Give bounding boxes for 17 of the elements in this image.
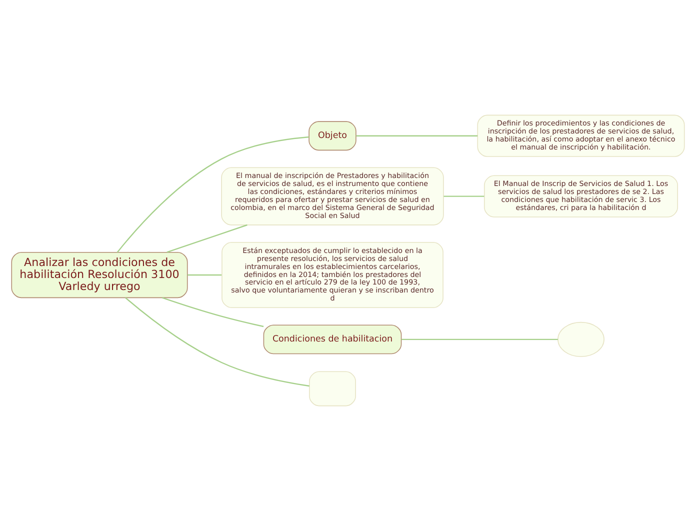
node-box: Condiciones de habilitacion (263, 324, 402, 354)
connector (401, 338, 558, 340)
node-box: Objeto (308, 120, 356, 150)
connector (125, 296, 310, 386)
connector (162, 296, 264, 327)
connector (444, 195, 484, 196)
node-box: El manual de inscripción de Prestadores y habilitación de servicios de salud, es el instrumento que contiene las condiciones, estándares y criterios mínimos requeridos para ofertar y prestar servicios de salud en colombia, en el marco del Sistema General de Seguridad Social en Salud (221, 166, 444, 225)
node-box: Están exceptuados de cumplir lo establecido en la presente resolución, los servicios de salud intramurales en los establecimientos carcelarios, definidos en la 2014; también los prestadores del servicio en el artículo 279 de la ley 100 de 1993, salvo que voluntariamente quieran y se inscriban dentro d (222, 242, 444, 308)
connector (116, 136, 309, 252)
connector (166, 224, 248, 252)
connector (356, 134, 478, 136)
node-box (309, 370, 356, 406)
node-box: El Manual de Inscrip de Servicios de Salud 1. Los servicios de salud los prestadores de se 2. Las condiciones que habilitación de servic 3. Los estándares, cri para la habilitación d (484, 174, 678, 217)
node-box: Analizar las condiciones de habilitación Resolución 3100 Varledy urrego (11, 251, 188, 298)
node-circle (558, 321, 604, 356)
node-box: Definir los procedimientos y las condiciones de inscripción de los prestadores de servicios de salud, la habilitación, así como adoptar en el anexo técnico el manual de inscripción y habilitación. (477, 114, 685, 156)
connector (187, 274, 222, 276)
